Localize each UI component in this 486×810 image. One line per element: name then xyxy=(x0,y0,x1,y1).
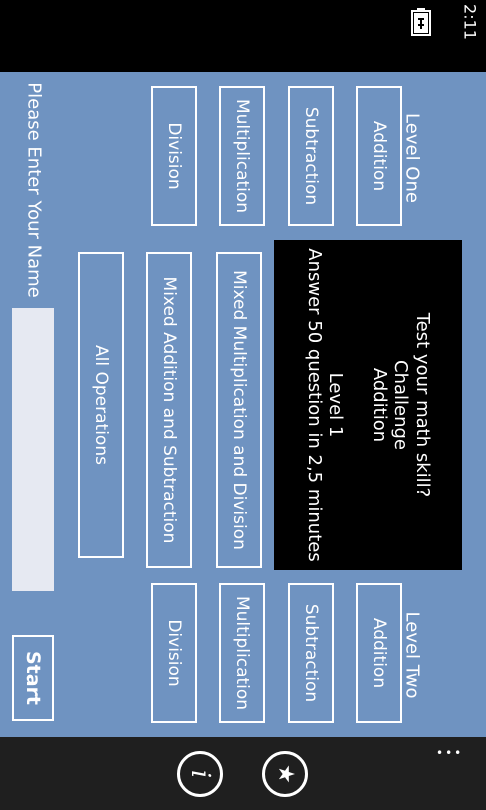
name-prompt: Please Enter Your Name xyxy=(23,82,45,298)
level-two-title: Level Two xyxy=(401,611,423,699)
level-one-multiplication-button[interactable]: Multiplication xyxy=(219,86,265,226)
level-one-multiplication-label: Multiplication xyxy=(232,98,252,214)
all-operations-label: All Operations xyxy=(91,345,111,465)
info-button[interactable]: i xyxy=(177,751,223,797)
level-two-division-button[interactable]: Division xyxy=(151,583,197,723)
level-two-multiplication-label: Multiplication xyxy=(232,595,252,711)
info-panel: Test your math skill? Challenge Addition… xyxy=(274,240,462,570)
level-two-division-label: Division xyxy=(164,619,184,687)
info-icon: i xyxy=(185,769,215,779)
level-one-addition-button[interactable]: Addition xyxy=(356,86,402,226)
clock: 2:11 xyxy=(460,4,480,40)
favorite-button[interactable]: ★ xyxy=(262,751,308,797)
star-icon: ★ xyxy=(273,764,298,784)
info-line-1: Test your math skill? xyxy=(411,312,433,498)
more-options-button[interactable]: ••• xyxy=(436,746,464,760)
all-operations-button[interactable]: All Operations xyxy=(78,252,124,558)
level-one-title: Level One xyxy=(401,113,423,203)
info-line-3: Addition xyxy=(368,367,390,443)
battery-charging-icon xyxy=(411,8,431,36)
level-two-addition-button[interactable]: Addition xyxy=(356,583,402,723)
level-two-subtraction-button[interactable]: Subtraction xyxy=(288,583,334,723)
app-bar xyxy=(0,737,486,810)
mixed-addition-subtraction-label: Mixed Addition and Subtraction xyxy=(159,276,179,544)
level-one-subtraction-button[interactable]: Subtraction xyxy=(288,86,334,226)
mixed-addition-subtraction-button[interactable]: Mixed Addition and Subtraction xyxy=(146,252,192,568)
level-one-division-label: Division xyxy=(164,122,184,190)
level-two-addition-label: Addition xyxy=(369,617,389,689)
level-one-addition-label: Addition xyxy=(369,120,389,192)
mixed-multiplication-division-button[interactable]: Mixed Multiplication and Division xyxy=(216,252,262,568)
level-one-subtraction-label: Subtraction xyxy=(301,106,321,206)
info-line-2: Challenge xyxy=(390,360,412,450)
status-bar: 2:11 xyxy=(0,0,486,72)
name-input[interactable] xyxy=(12,308,54,591)
mixed-multiplication-division-label: Mixed Multiplication and Division xyxy=(229,270,249,550)
level-one-division-button[interactable]: Division xyxy=(151,86,197,226)
start-label: Start xyxy=(22,650,44,706)
start-button[interactable]: Start xyxy=(12,635,54,721)
level-two-multiplication-button[interactable]: Multiplication xyxy=(219,583,265,723)
info-line-5: Answer 50 question in 2,5 minutes xyxy=(303,248,325,562)
level-two-subtraction-label: Subtraction xyxy=(301,603,321,703)
info-line-4: Level 1 xyxy=(325,372,347,438)
